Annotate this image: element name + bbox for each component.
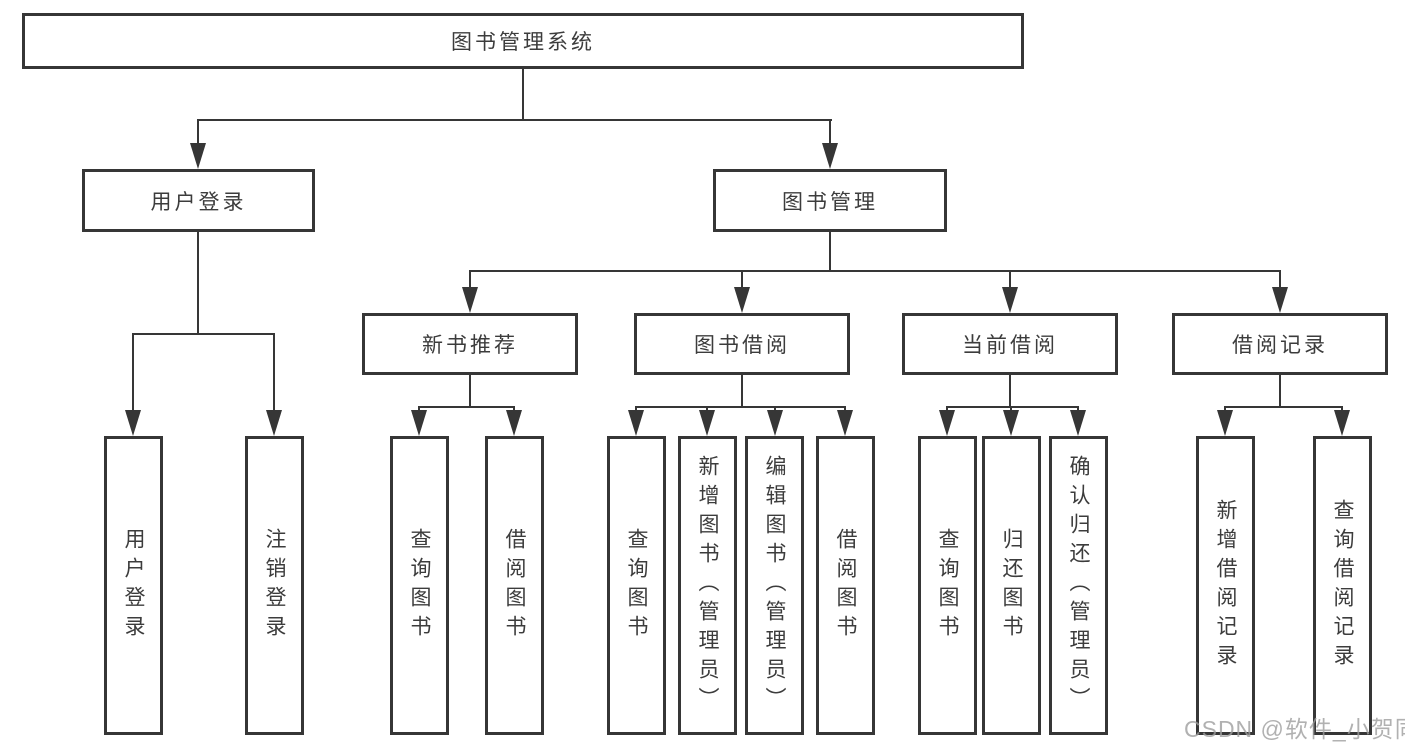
connector-root-bar xyxy=(197,119,832,121)
node-query-borrow-record: 查询借阅记录 xyxy=(1313,436,1372,735)
node-query-books-recommend: 查询图书 xyxy=(390,436,449,735)
node-user-login: 用户登录 xyxy=(82,169,315,232)
arrowhead-down-icon xyxy=(822,143,838,169)
connector-drop xyxy=(1279,270,1281,290)
connector-borrowing-stem xyxy=(741,375,743,408)
connector-current-stem xyxy=(1009,375,1011,408)
arrowhead-down-icon xyxy=(1002,287,1018,313)
csdn-watermark: CSDN @软件_小贺同学 xyxy=(1184,716,1405,742)
node-label: 新增借阅记录 xyxy=(1214,498,1237,673)
node-label: 借阅图书 xyxy=(834,527,857,644)
node-label: 确认归还（管理员） xyxy=(1067,455,1090,716)
connector-borrowing-bar xyxy=(635,406,846,408)
connector-drop xyxy=(273,333,275,415)
arrowhead-down-icon xyxy=(1003,410,1019,436)
connector-bookmgmt-stem xyxy=(829,231,831,272)
connector-drop xyxy=(469,270,471,290)
node-label: 编辑图书（管理员） xyxy=(763,455,786,716)
node-label: 用户登录 xyxy=(150,190,247,214)
node-label: 借阅图书 xyxy=(503,527,526,644)
arrowhead-down-icon xyxy=(125,410,141,436)
node-query-books-current: 查询图书 xyxy=(918,436,977,735)
node-borrow-books-recommend: 借阅图书 xyxy=(485,436,544,735)
node-edit-book-admin: 编辑图书（管理员） xyxy=(745,436,804,735)
arrowhead-down-icon xyxy=(1334,410,1350,436)
connector-recommend-bar xyxy=(418,406,515,408)
arrowhead-down-icon xyxy=(767,410,783,436)
arrowhead-down-icon xyxy=(411,410,427,436)
connector-userlogin-stem xyxy=(197,231,199,335)
connector-drop xyxy=(132,333,134,415)
arrowhead-down-icon xyxy=(939,410,955,436)
connector-bookmgmt-bar xyxy=(469,270,1281,272)
arrowhead-down-icon xyxy=(1070,410,1086,436)
node-label: 查询借阅记录 xyxy=(1331,498,1354,673)
node-borrow-books-borrowing: 借阅图书 xyxy=(816,436,875,735)
connector-root-right-drop xyxy=(829,119,831,151)
node-label: 图书管理 xyxy=(782,190,878,214)
arrowhead-down-icon xyxy=(699,410,715,436)
node-return-book: 归还图书 xyxy=(982,436,1041,735)
connector-drop xyxy=(741,270,743,290)
node-library-system: 图书管理系统 xyxy=(22,13,1024,69)
arrowhead-down-icon xyxy=(190,143,206,169)
node-logout: 注销登录 xyxy=(245,436,304,735)
node-label: 当前借阅 xyxy=(962,334,1058,357)
connector-root-stem xyxy=(522,69,524,121)
node-add-borrow-record: 新增借阅记录 xyxy=(1196,436,1255,735)
node-label: 归还图书 xyxy=(1000,527,1023,644)
node-label: 图书管理系统 xyxy=(451,31,595,54)
arrowhead-down-icon xyxy=(628,410,644,436)
arrowhead-down-icon xyxy=(266,410,282,436)
node-label: 查询图书 xyxy=(936,527,959,644)
node-add-book-admin: 新增图书（管理员） xyxy=(678,436,737,735)
arrowhead-down-icon xyxy=(734,287,750,313)
connector-records-stem xyxy=(1279,375,1281,408)
node-label: 图书借阅 xyxy=(694,334,790,357)
node-label: 查询图书 xyxy=(408,527,431,644)
connector-current-bar xyxy=(946,406,1079,408)
node-query-books-borrowing: 查询图书 xyxy=(607,436,666,735)
arrowhead-down-icon xyxy=(837,410,853,436)
node-label: 查询图书 xyxy=(625,527,648,644)
arrowhead-down-icon xyxy=(1272,287,1288,313)
node-book-borrowing: 图书借阅 xyxy=(634,313,850,375)
connector-records-bar xyxy=(1224,406,1343,408)
connector-drop xyxy=(1009,270,1011,290)
node-label: 新书推荐 xyxy=(422,334,518,357)
arrowhead-down-icon xyxy=(1217,410,1233,436)
arrowhead-down-icon xyxy=(462,287,478,313)
node-label: 借阅记录 xyxy=(1232,334,1328,357)
connector-recommend-stem xyxy=(469,375,471,408)
node-new-book-recommend: 新书推荐 xyxy=(362,313,578,375)
node-borrow-records: 借阅记录 xyxy=(1172,313,1388,375)
node-label: 注销登录 xyxy=(263,527,286,644)
arrowhead-down-icon xyxy=(506,410,522,436)
node-current-borrowing: 当前借阅 xyxy=(902,313,1118,375)
connector-root-left-drop xyxy=(197,119,199,151)
node-label: 用户登录 xyxy=(122,527,145,644)
connector-userlogin-bar xyxy=(132,333,275,335)
node-book-management: 图书管理 xyxy=(713,169,947,232)
node-user-login-action: 用户登录 xyxy=(104,436,163,735)
node-label: 新增图书（管理员） xyxy=(696,455,719,716)
node-confirm-return-admin: 确认归还（管理员） xyxy=(1049,436,1108,735)
